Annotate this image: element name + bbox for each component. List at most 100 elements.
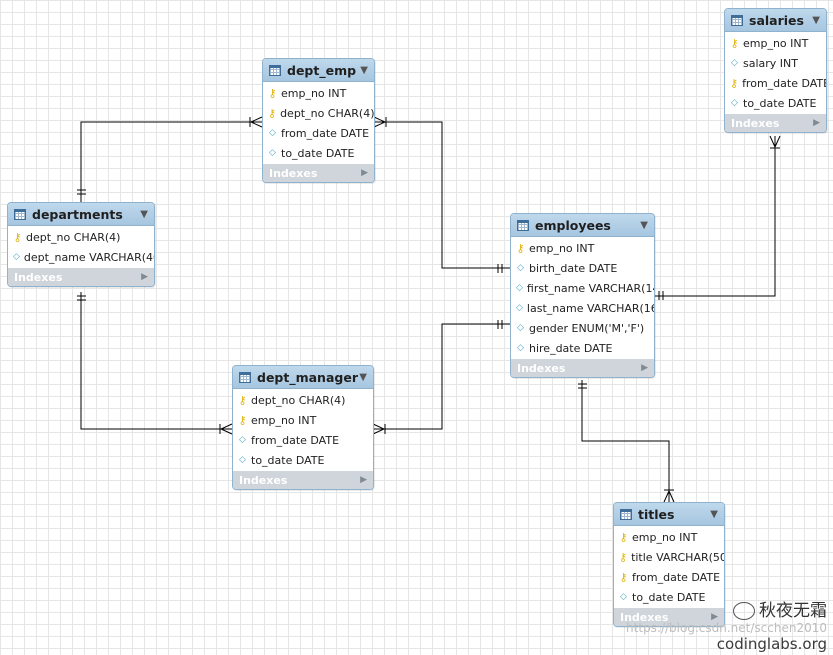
one-marker <box>497 264 503 273</box>
column-row[interactable]: ⚷ dept_no CHAR(4) <box>8 227 154 247</box>
column-label: hire_date DATE <box>529 341 613 355</box>
triangle-right-icon[interactable]: ▶ <box>361 168 368 178</box>
table-departments[interactable]: departments ▼ ⚷ dept_no CHAR(4) ◇dept_nam… <box>7 202 155 287</box>
column-row[interactable]: ◇from_date DATE <box>233 430 373 450</box>
column-label: emp_no INT <box>632 530 698 544</box>
key-icon: ⚷ <box>13 230 22 244</box>
table-name: titles <box>638 506 675 522</box>
column-row[interactable]: ◇ hire_date DATE <box>511 338 654 358</box>
column-row[interactable]: ◇dept_name VARCHAR(40) <box>8 247 154 267</box>
diamond-icon: ◇ <box>620 592 627 602</box>
table-header[interactable]: dept_emp ▼ <box>263 59 374 82</box>
column-row[interactable]: ⚷from_date DATE <box>725 73 826 93</box>
column-row[interactable]: ⚷emp_no INT <box>263 83 374 103</box>
column-row[interactable]: ⚷emp_no INT <box>511 238 654 258</box>
triangle-down-icon[interactable]: ▼ <box>359 371 367 383</box>
table-header[interactable]: departments ▼ <box>8 203 154 226</box>
table-header[interactable]: employees ▼ <box>511 214 654 237</box>
triangle-down-icon[interactable]: ▼ <box>710 508 718 520</box>
column-label: emp_no INT <box>281 86 347 100</box>
column-label: dept_no CHAR(4) <box>280 106 375 120</box>
column-row[interactable]: ◇to_date DATE <box>263 143 374 163</box>
column-label: salary INT <box>743 56 798 70</box>
indexes-label: Indexes <box>14 270 63 284</box>
one-marker <box>77 189 86 195</box>
column-row[interactable]: ◇to_date DATE <box>233 450 373 470</box>
triangle-right-icon[interactable]: ▶ <box>711 612 718 622</box>
column-label: from_date DATE <box>251 433 340 447</box>
column-row[interactable]: ⚷emp_no INT <box>725 33 826 53</box>
key-icon: ⚷ <box>238 413 247 427</box>
column-label: dept_no CHAR(4) <box>26 230 121 244</box>
triangle-right-icon[interactable]: ▶ <box>141 272 148 282</box>
triangle-down-icon[interactable]: ▼ <box>640 219 648 231</box>
table-dept_emp[interactable]: dept_emp ▼ ⚷emp_no INT ⚷dept_no CHAR(4) … <box>262 58 375 183</box>
table-icon <box>517 219 529 231</box>
triangle-right-icon[interactable]: ▶ <box>813 118 820 128</box>
indexes-section[interactable]: Indexes▶ <box>511 359 654 377</box>
table-header[interactable]: titles ▼ <box>614 503 724 526</box>
diamond-icon: ◇ <box>13 252 20 262</box>
rel-departments-dept_emp <box>80 121 262 202</box>
diamond-icon: ◇ <box>516 283 523 293</box>
diamond-icon: ◇ <box>517 343 524 353</box>
column-label: dept_no CHAR(4) <box>251 393 346 407</box>
key-icon: ⚷ <box>268 106 277 120</box>
many-marker <box>769 135 781 149</box>
indexes-section[interactable]: Indexes ▶ <box>8 268 154 286</box>
table-icon <box>620 508 632 520</box>
column-label: from_date DATE <box>632 570 721 584</box>
diamond-icon: ◇ <box>269 148 276 158</box>
triangle-down-icon[interactable]: ▼ <box>140 208 148 220</box>
table-header[interactable]: salaries ▼ <box>725 9 826 32</box>
indexes-label: Indexes <box>269 166 318 180</box>
table-header[interactable]: dept_manager ▼ <box>233 366 373 389</box>
indexes-section[interactable]: Indexes ▶ <box>725 114 826 132</box>
column-label: to_date DATE <box>743 96 817 110</box>
diamond-icon: ◇ <box>517 263 524 273</box>
triangle-down-icon[interactable]: ▼ <box>812 14 820 26</box>
table-salaries[interactable]: salaries ▼ ⚷emp_no INT ◇salary INT ⚷from… <box>724 8 827 133</box>
indexes-label: Indexes <box>731 116 780 130</box>
triangle-down-icon[interactable]: ▼ <box>360 64 368 76</box>
table-titles[interactable]: titles ▼ ⚷emp_no INT ⚷title VARCHAR(50) … <box>613 502 725 627</box>
column-row[interactable]: ◇birth_date DATE <box>511 258 654 278</box>
indexes-section[interactable]: Indexes▶ <box>233 471 373 489</box>
column-label: first_name VARCHAR(14) <box>526 281 655 295</box>
column-row[interactable]: ◇from_date DATE <box>263 123 374 143</box>
column-row[interactable]: ◇salary INT <box>725 53 826 73</box>
many-marker <box>372 423 386 435</box>
diamond-icon: ◇ <box>239 455 246 465</box>
column-row[interactable]: ⚷emp_no INT <box>614 527 724 547</box>
column-row[interactable]: ◇to_date DATE <box>614 587 724 607</box>
table-icon <box>14 208 26 220</box>
watermark-site: codinglabs.org <box>716 635 827 653</box>
column-row[interactable]: ◇first_name VARCHAR(14) <box>511 278 654 298</box>
watermark-url: https://blog.csdn.net/scchen2010 <box>626 621 827 635</box>
table-icon <box>239 371 251 383</box>
triangle-right-icon[interactable]: ▶ <box>641 363 648 373</box>
column-label: gender ENUM('M','F') <box>529 321 645 335</box>
table-employees[interactable]: employees ▼ ⚷emp_no INT ◇birth_date DATE… <box>510 213 655 378</box>
column-row[interactable]: ◇last_name VARCHAR(16) <box>511 298 654 318</box>
column-row[interactable]: ◇gender ENUM('M','F') <box>511 318 654 338</box>
column-row[interactable]: ⚷dept_no CHAR(4) <box>263 103 374 123</box>
table-dept_manager[interactable]: dept_manager ▼ ⚷dept_no CHAR(4) ⚷ emp_no … <box>232 365 374 490</box>
diamond-icon: ◇ <box>731 98 738 108</box>
many-marker <box>373 116 387 128</box>
indexes-section[interactable]: Indexes ▶ <box>263 164 374 182</box>
table-icon <box>269 64 281 76</box>
column-row[interactable]: ⚷dept_no CHAR(4) <box>233 390 373 410</box>
column-row[interactable]: ⚷title VARCHAR(50) <box>614 547 724 567</box>
column-row[interactable]: ◇ to_date DATE <box>725 93 826 113</box>
triangle-right-icon[interactable]: ▶ <box>360 475 367 485</box>
indexes-section[interactable]: Indexes▶ <box>614 608 724 626</box>
key-icon: ⚷ <box>730 36 739 50</box>
column-label: emp_no INT <box>251 413 317 427</box>
column-row[interactable]: ⚷from_date DATE <box>614 567 724 587</box>
column-label: from_date DATE <box>742 76 827 90</box>
key-icon: ⚷ <box>730 76 739 90</box>
column-row[interactable]: ⚷ emp_no INT <box>233 410 373 430</box>
key-icon: ⚷ <box>516 241 525 255</box>
